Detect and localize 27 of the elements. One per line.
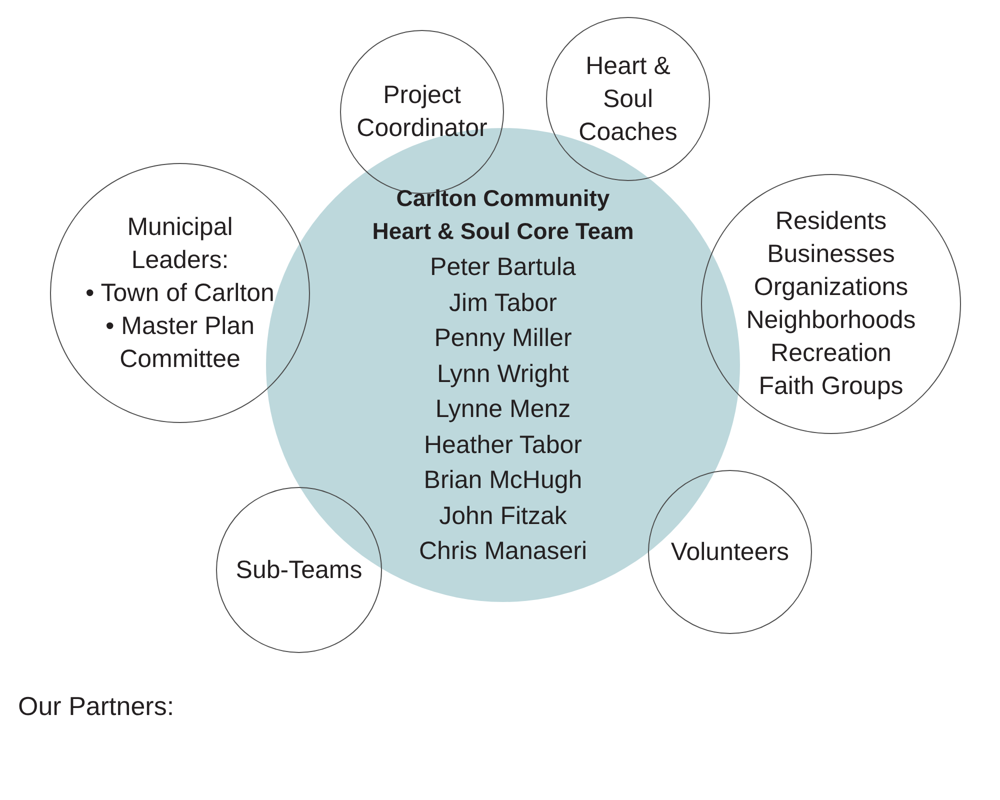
role-circle xyxy=(648,470,812,634)
team-heading: Carlton Community Heart & Soul Core Team xyxy=(371,184,635,246)
member-name: Penny Miller xyxy=(434,323,572,354)
member-name: Lynne Menz xyxy=(435,394,571,426)
member-name: Heather Tabor xyxy=(424,430,582,461)
circle-label: Project Coordinator xyxy=(356,80,488,144)
member-name: Peter Bartula xyxy=(430,252,576,284)
bullet-item: • Master Plan Committee xyxy=(104,310,256,374)
bullet-item: • Town of Carlton xyxy=(86,278,274,308)
circle-label: Heart & Soul Coaches xyxy=(578,50,678,148)
group-name: Organizations xyxy=(754,272,908,303)
group-name: Residents xyxy=(775,206,887,237)
group-name: Recreation xyxy=(770,338,892,369)
partners-label: Our Partners: xyxy=(18,690,174,722)
member-name: John Fitzak xyxy=(439,500,567,532)
group-name: Businesses xyxy=(767,239,895,270)
circle-heading: Municipal Leaders: xyxy=(126,212,234,276)
stakeholder-circle xyxy=(701,174,961,434)
circle-label: Sub-Teams xyxy=(236,554,362,586)
circle-label: Volunteers xyxy=(670,536,790,568)
member-name: Jim Tabor xyxy=(449,288,557,319)
member-name: Lynn Wright xyxy=(436,358,569,390)
member-name: Brian McHugh xyxy=(424,465,582,496)
group-name: Faith Groups xyxy=(758,371,904,402)
group-name: Neighborhoods xyxy=(746,305,916,336)
role-circle xyxy=(216,487,382,653)
member-name: Chris Manaseri xyxy=(418,536,588,568)
